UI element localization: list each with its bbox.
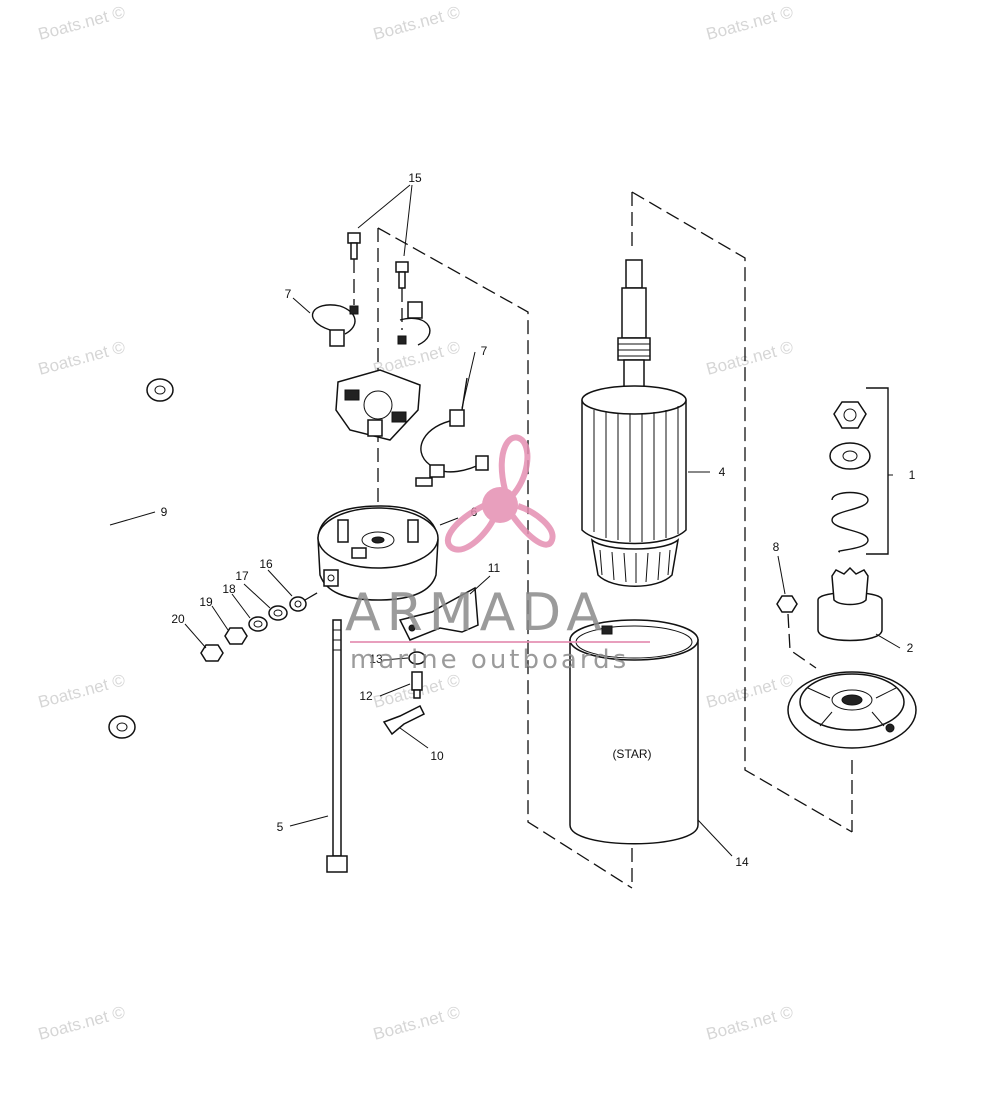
watermark: Boats.net © — [36, 2, 127, 44]
callout-5: 5 — [277, 820, 284, 834]
logo-name: ARMADA — [345, 583, 608, 643]
screws-15 — [347, 232, 409, 330]
callout-15: 15 — [408, 171, 422, 185]
battery-cable — [97, 378, 174, 739]
armada-logo: ARMADA marine outboards — [345, 434, 650, 675]
terminal-hardware — [200, 589, 323, 662]
callout-10: 10 — [430, 749, 444, 763]
callout-18: 18 — [222, 582, 236, 596]
drive-pinion — [817, 566, 883, 642]
leader-lines — [109, 184, 901, 857]
callout-17: 17 — [235, 569, 249, 583]
armature — [581, 259, 687, 587]
frame-housing: (STAR) — [569, 619, 699, 845]
callout-7b: 7 — [481, 344, 488, 358]
callout-7a: 7 — [285, 287, 292, 301]
callout-9: 9 — [161, 505, 168, 519]
commutator-end-cap — [317, 505, 439, 601]
watermark: Boats.net © — [704, 670, 795, 712]
callout-16: 16 — [259, 557, 273, 571]
logo-tagline: marine outboards — [350, 645, 629, 675]
brush-springs — [311, 301, 431, 347]
watermark: Boats.net © — [36, 1002, 127, 1044]
watermark: Boats.net © — [371, 1002, 462, 1044]
mounting-bracket — [382, 586, 479, 736]
callout-14: 14 — [735, 855, 749, 869]
nut-8 — [776, 595, 817, 669]
drive-nut-spring — [829, 387, 889, 555]
callout-20: 20 — [171, 612, 185, 626]
brush-lead — [415, 377, 489, 487]
callout-4: 4 — [719, 465, 726, 479]
brush-holder — [335, 369, 421, 441]
callout-19: 19 — [199, 595, 213, 609]
through-bolt — [326, 619, 348, 873]
callout-13: 13 — [369, 652, 383, 666]
watermark: Boats.net © — [36, 337, 127, 379]
watermark: Boats.net © — [371, 2, 462, 44]
callout-8: 8 — [773, 540, 780, 554]
callout-12: 12 — [359, 689, 373, 703]
watermark: Boats.net © — [704, 337, 795, 379]
housing-label: (STAR) — [612, 747, 651, 761]
callout-11: 11 — [488, 561, 501, 575]
watermark: Boats.net © — [704, 2, 795, 44]
watermark: Boats.net © — [704, 1002, 795, 1044]
drive-end-cap — [787, 671, 917, 749]
callout-1: 1 — [909, 468, 916, 482]
callout-2: 2 — [907, 641, 914, 655]
